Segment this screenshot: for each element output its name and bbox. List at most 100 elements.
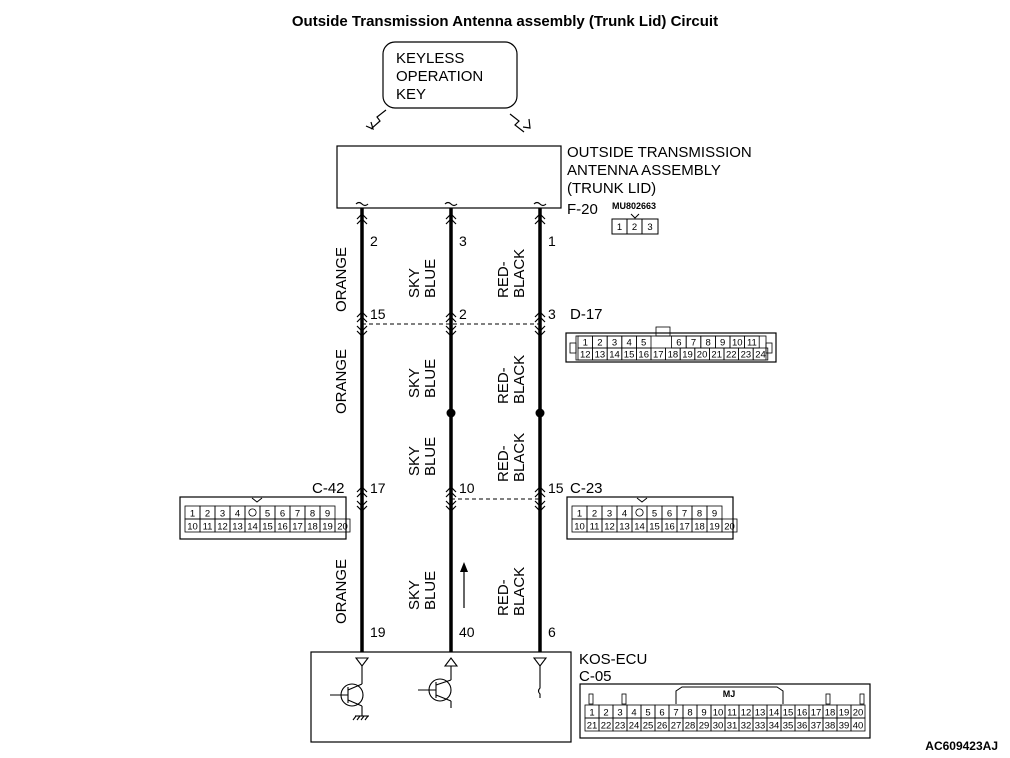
- c05-cell-label: 30: [713, 721, 724, 732]
- wire-label-orange: ORANGE: [333, 247, 350, 312]
- transistor-icon: [418, 666, 452, 708]
- c05-cell-label: 4: [631, 708, 636, 719]
- d17-cell-label: 9: [720, 338, 725, 349]
- c05-cell-label: 34: [769, 721, 780, 732]
- c05-cell-label: 38: [825, 721, 836, 732]
- antenna-label-line2: ANTENNA ASSEMBLY: [567, 162, 721, 179]
- d17-cell-label: 13: [595, 350, 606, 361]
- c23-cell-label: 1: [577, 509, 582, 520]
- wire-label-skyblue: BLUE: [422, 571, 439, 610]
- key-label-line2: OPERATION: [396, 68, 483, 85]
- d17-cell-label: 7: [691, 338, 696, 349]
- c05-cell-label: 12: [741, 708, 752, 719]
- c23-cell-label: 20: [724, 522, 735, 533]
- c23-cell-label: 9: [712, 509, 717, 520]
- c05-cell-label: 1: [589, 708, 594, 719]
- d17-cell-label: 12: [580, 350, 591, 361]
- d17-cell-label: 8: [705, 338, 710, 349]
- c23-cell-label: 7: [682, 509, 687, 520]
- c05-cell-label: 22: [601, 721, 612, 732]
- wire-label-redblack: BLACK: [511, 433, 528, 482]
- c23-cell-label: 5: [652, 509, 657, 520]
- signal-arrow-icon: [460, 562, 468, 608]
- antenna-connector-face: 1 2 3: [611, 213, 659, 235]
- d17-cell-label: 22: [726, 350, 737, 361]
- wireless-signal-icon: [365, 109, 531, 133]
- d17-connector-id: D-17: [570, 306, 603, 323]
- antenna-cell: 2: [632, 222, 637, 233]
- c05-cell-label: 36: [797, 721, 808, 732]
- c23-cell-box: [631, 505, 648, 520]
- c23-cell-label: 8: [697, 509, 702, 520]
- wire-label-redblack: BLACK: [511, 355, 528, 404]
- c42-cell-label: 3: [220, 509, 225, 520]
- c42-cell-label: 19: [322, 522, 333, 533]
- c05-cell-label: 29: [699, 721, 710, 732]
- c05-cell-label: 24: [629, 721, 640, 732]
- c05-cell-label: 10: [713, 708, 724, 719]
- antenna-pin-skyblue: 3: [459, 233, 467, 249]
- c05-cell-label: 16: [797, 708, 808, 719]
- c23-cell-label: 16: [664, 522, 675, 533]
- figure-code: AC609423AJ: [925, 739, 998, 753]
- c23-cell-label: 10: [574, 522, 585, 533]
- c05-cell-label: 26: [657, 721, 668, 732]
- c05-cell-box: [850, 717, 866, 732]
- c05-cell-label: 8: [687, 708, 692, 719]
- terminal-symbols: [355, 201, 547, 512]
- wire-label-redblack: BLACK: [511, 567, 528, 616]
- transistor-icon: [330, 666, 369, 721]
- c05-cell-label: 15: [783, 708, 794, 719]
- c05-cell-label: 21: [587, 721, 598, 732]
- wire-label-redblack: RED-: [495, 367, 512, 404]
- ecu-connector-id: C-05: [579, 668, 612, 685]
- antenna-pin-orange: 2: [370, 233, 378, 249]
- c23-cell-label: 6: [667, 509, 672, 520]
- antenna-part-number: MU802663: [612, 201, 656, 211]
- c42-cell-label: 5: [265, 509, 270, 520]
- c23-cell-label: 11: [590, 522, 600, 533]
- c42-blank-cell: [248, 508, 257, 517]
- d17-cell-label: 4: [626, 338, 631, 349]
- d17-cell-label: 18: [668, 350, 679, 361]
- c23-cell-label: 14: [634, 522, 645, 533]
- c05-cell-label: 13: [755, 708, 766, 719]
- c05-cell-label: 39: [839, 721, 850, 732]
- c42-cell-label: 1: [190, 509, 195, 520]
- d17-cell-label: 19: [682, 350, 693, 361]
- c05-cell-label: 20: [853, 708, 864, 719]
- antenna-assembly: OUTSIDE TRANSMISSION ANTENNA ASSEMBLY (T…: [336, 144, 752, 235]
- c05-cell-label: 25: [643, 721, 654, 732]
- c42-cell-label: 18: [307, 522, 318, 533]
- c23-cell-box: [721, 518, 738, 533]
- c05-cell-label: 3: [617, 708, 622, 719]
- c05-cell-label: 37: [811, 721, 822, 732]
- d17-cell-label: 3: [612, 338, 617, 349]
- d17-cell-label: 15: [624, 350, 635, 361]
- c23-cell-label: 2: [592, 509, 597, 520]
- c42-cell-label: 10: [187, 522, 198, 533]
- c05-cell-label: 11: [727, 708, 737, 719]
- c23-cell-label: 17: [679, 522, 690, 533]
- wire-label-skyblue: BLUE: [422, 259, 439, 298]
- c05-cell-label: 6: [659, 708, 664, 719]
- c23-connector-id: C-23: [570, 480, 603, 497]
- c05-cell-label: 28: [685, 721, 696, 732]
- d17-cell-label: 10: [732, 338, 743, 349]
- c42-connector-id: C-42: [312, 480, 345, 497]
- wire-label-skyblue: SKY: [406, 446, 423, 476]
- c42-cell-label: 13: [232, 522, 243, 533]
- c05-cell-label: 7: [673, 708, 678, 719]
- c42-cell-label: 8: [310, 509, 315, 520]
- keyless-operation-key: KEYLESS OPERATION KEY: [382, 41, 518, 109]
- antenna-cell: 1: [617, 222, 622, 233]
- c23-cell-label: 3: [607, 509, 612, 520]
- d17-cell-label: 11: [747, 338, 757, 349]
- c42-cell-label: 6: [280, 509, 285, 520]
- c42-cell-label: 9: [325, 509, 330, 520]
- c23-cell-label: 18: [694, 522, 705, 533]
- c23-pin-redblack: 15: [548, 480, 564, 496]
- key-label-line1: KEYLESS: [396, 50, 464, 67]
- d17-cell-label: 5: [641, 338, 646, 349]
- c42-pin-orange: 17: [370, 480, 386, 496]
